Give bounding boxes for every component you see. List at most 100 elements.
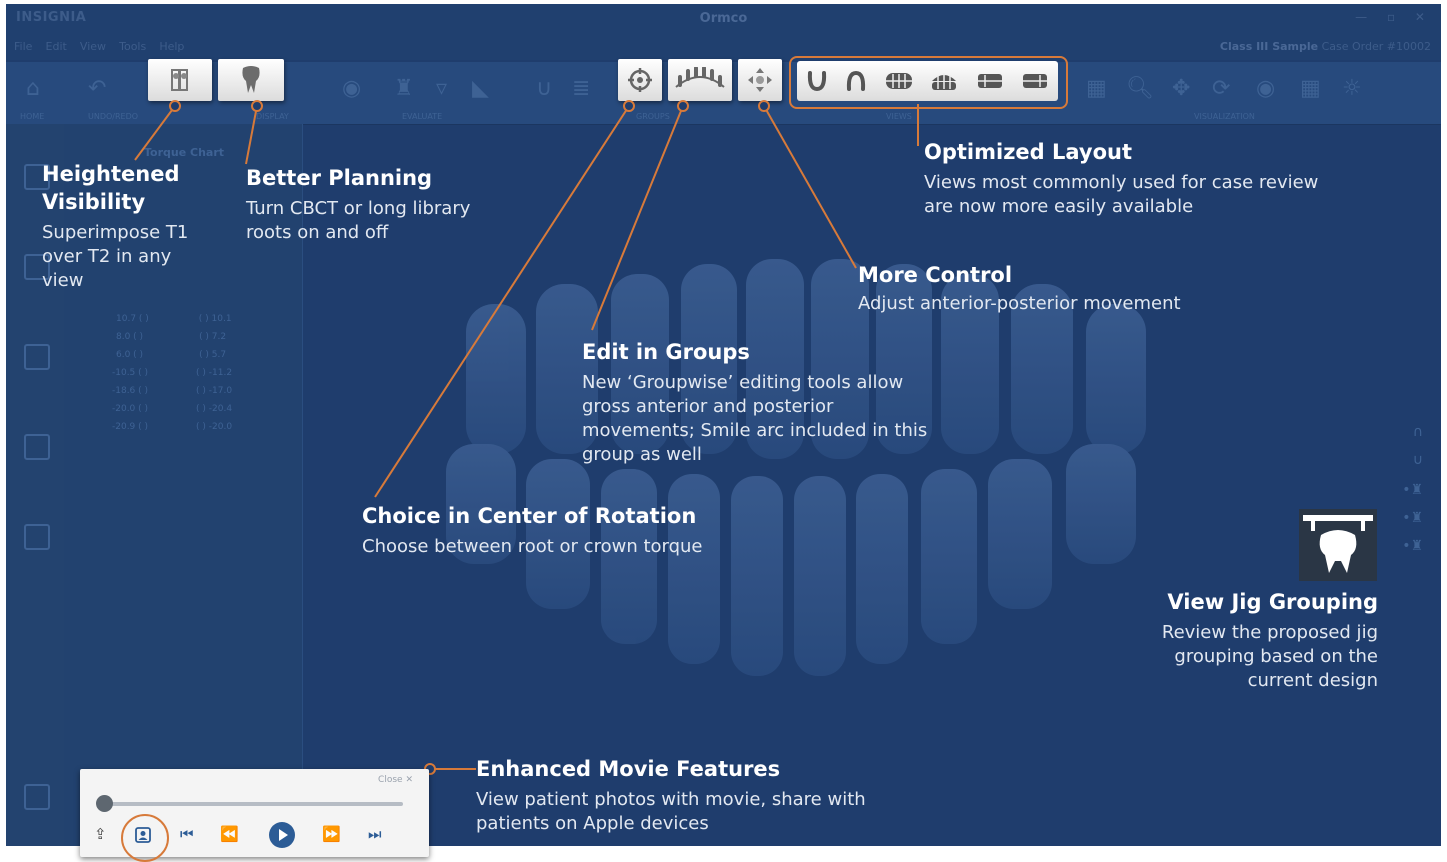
superimpose-button[interactable]: [148, 59, 212, 101]
step-forward-icon[interactable]: ⏩: [322, 825, 341, 843]
measure-icon[interactable]: ◣: [472, 76, 489, 101]
share-icon[interactable]: ⇪: [94, 825, 107, 843]
tooth-lower-icon[interactable]: •♜: [1402, 538, 1423, 554]
notes-icon[interactable]: [24, 344, 50, 370]
group-label-evaluate: Evaluate: [402, 112, 443, 121]
group-label-home: Home: [20, 112, 45, 121]
roots-toggle-button[interactable]: [218, 59, 284, 101]
skip-to-start-icon[interactable]: ⏮: [180, 825, 194, 843]
step-back-icon[interactable]: ⏪: [220, 825, 239, 843]
group-label-undo: Undo/Redo: [88, 112, 139, 121]
home-icon[interactable]: ⌂: [26, 76, 40, 101]
tooth-icon[interactable]: ♜: [394, 76, 414, 101]
menu-tools[interactable]: Tools: [119, 40, 147, 53]
cbct-icon[interactable]: ◉: [342, 76, 362, 101]
view-bite-icon[interactable]: [929, 69, 959, 93]
callout-jig-title: View Jig Grouping: [1167, 590, 1378, 614]
patient-photo-icon[interactable]: [135, 827, 151, 843]
view-upper-arch-icon[interactable]: [805, 69, 829, 93]
callout-control-title: More Control: [858, 263, 1013, 287]
torque-value-right: ( ) -20.0: [196, 422, 233, 432]
brand-logo: INSIGNIA: [16, 10, 87, 25]
photos-icon[interactable]: [24, 254, 50, 280]
torque-value-left: -18.6 ( ): [112, 386, 149, 396]
view-left-icon[interactable]: [975, 69, 1005, 93]
tooth-upper-icon[interactable]: •♜: [1402, 482, 1423, 498]
callout-movie-title: Enhanced Movie Features: [476, 757, 781, 781]
torque-value-right: ( ) -11.2: [196, 368, 233, 378]
view-lower-arch-icon[interactable]: [844, 69, 868, 93]
callout-rotation-desc: Choose between root or crown torque: [362, 536, 703, 557]
movie-player: Close ✕ ⇪ ⏮ ⏪ ⏩ ⏭: [80, 769, 429, 862]
torque-value-left: 6.0 ( ): [116, 350, 144, 360]
zoom-icon[interactable]: 🔍︎: [1126, 76, 1154, 101]
close-button[interactable]: Close ✕: [378, 775, 413, 785]
crown-icon[interactable]: ▿: [436, 76, 448, 101]
optimized-views-highlight: [789, 56, 1068, 109]
callout-groups-title: Edit in Groups: [582, 340, 750, 364]
callout-groups-desc: New ‘Groupwise’ editing tools allow gros…: [582, 372, 928, 465]
torque-value-right: ( ) -17.0: [196, 386, 233, 396]
grid-icon[interactable]: ▦: [1086, 76, 1107, 101]
patient-icon[interactable]: [24, 164, 50, 190]
tooth-middle-icon[interactable]: •♜: [1402, 510, 1423, 526]
case-order: Class III Sample Case Order #10002: [1220, 40, 1431, 53]
tooth-root-icon: [242, 66, 260, 93]
movie-scrubber-handle[interactable]: [96, 795, 113, 812]
callout-rotation-title: Choice in Center of Rotation: [362, 504, 697, 528]
grid-tool-icon[interactable]: ≣: [572, 76, 591, 101]
menu-view[interactable]: View: [79, 40, 107, 53]
view-right-icon[interactable]: [1020, 69, 1050, 93]
skip-to-end-icon[interactable]: ⏭: [368, 825, 382, 843]
history-icon[interactable]: [24, 524, 50, 550]
callout-heightened-title: Heightened Visibility: [42, 162, 180, 214]
eye-icon[interactable]: ◉: [1256, 76, 1276, 101]
group-label-groups: Groups: [636, 112, 670, 121]
arch-icon[interactable]: ∪: [536, 76, 553, 101]
menu-bar: File Edit View Tools Help: [6, 32, 1441, 60]
torque-value-left: -20.9 ( ): [112, 422, 149, 432]
arch-lower-icon[interactable]: ∪: [1412, 452, 1423, 468]
groupwise-edit-button[interactable]: [668, 59, 732, 101]
view-front-icon[interactable]: [884, 69, 914, 93]
menu-edit[interactable]: Edit: [45, 40, 67, 53]
superimpose-icon: [171, 69, 188, 91]
play-button[interactable]: [268, 821, 296, 849]
torque-value-right: ( ) 10.1: [198, 314, 232, 324]
callout-heightened-desc: Superimpose T1 over T2 in any view: [42, 222, 189, 291]
undo-icon[interactable]: ↶: [88, 76, 107, 101]
torque-chart-panel: Torque Chart 10.7 ( )( ) 10.1 8.0 ( )( )…: [64, 124, 303, 846]
anterior-posterior-button[interactable]: [738, 59, 782, 101]
light-icon[interactable]: ☼: [1342, 76, 1362, 101]
jig-grouping-button[interactable]: [1299, 509, 1377, 581]
case-order-number: Case Order #10002: [1321, 40, 1431, 53]
torque-value-right: ( ) -20.4: [196, 404, 233, 414]
jig-tooth-icon: [1303, 515, 1373, 573]
approve-icon[interactable]: [24, 784, 50, 810]
torque-value-left: 10.7 ( ): [116, 314, 149, 324]
app-title: Ormco: [699, 11, 748, 26]
center-of-rotation-button[interactable]: [618, 59, 662, 101]
torque-icon[interactable]: [24, 434, 50, 460]
movie-scrubber-track[interactable]: [100, 802, 403, 806]
menu-help[interactable]: Help: [159, 40, 185, 53]
window-controls[interactable]: — ▫ ✕: [1355, 10, 1433, 24]
dental-model-3d[interactable]: [406, 244, 1206, 744]
rotate-icon[interactable]: ⟳: [1212, 76, 1231, 101]
teeth-group-icon: [675, 67, 725, 88]
callout-optimized-title: Optimized Layout: [924, 140, 1133, 164]
menu-file[interactable]: File: [14, 40, 33, 53]
group-label-display: Display: [256, 112, 289, 121]
torque-row: 10.7 ( ) ( ) 10.1: [76, 314, 296, 324]
callout-jig-desc: Review the proposed jig grouping based o…: [1161, 622, 1378, 691]
torque-row: -20.9 ( ) ( ) -20.0: [76, 422, 296, 432]
layers-icon[interactable]: ▦: [1300, 76, 1321, 101]
move-arrows-icon: [748, 68, 772, 92]
group-label-visualization: Visualization: [1194, 112, 1255, 121]
title-bar: INSIGNIA Ormco — ▫ ✕: [6, 4, 1441, 32]
torque-row: -10.5 ( ) ( ) -11.2: [76, 368, 296, 378]
arch-upper-icon[interactable]: ∩: [1412, 424, 1423, 440]
left-sidebar: [6, 124, 64, 846]
pan-icon[interactable]: ✥: [1172, 76, 1191, 101]
torque-value-left: -10.5 ( ): [112, 368, 149, 378]
